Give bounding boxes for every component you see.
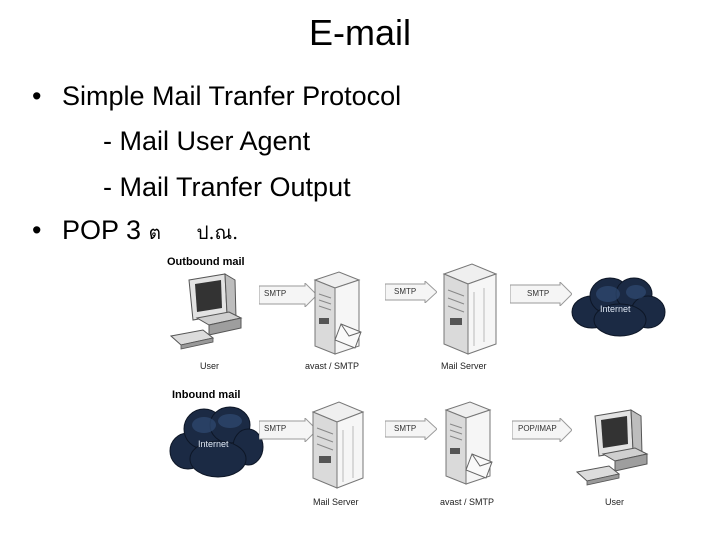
sub-bullet-text: - Mail Tranfer Output	[103, 172, 351, 202]
arrow-smtp-1	[259, 283, 317, 307]
arrow-pop-imap	[512, 418, 572, 442]
sub-bullet-mto: - Mail Tranfer Output	[103, 171, 351, 203]
outbound-heading: Outbound mail	[167, 256, 245, 268]
internet-label: Internet	[198, 439, 229, 449]
mail-server-icon	[309, 400, 369, 492]
thai-abbrev: ป.ณ.	[196, 222, 239, 244]
arrow-smtp-2	[385, 281, 437, 303]
label-mail-server: Mail Server	[313, 497, 359, 507]
sub-bullet-text: - Mail User Agent	[103, 126, 311, 156]
sub-bullet-mua: - Mail User Agent	[103, 125, 310, 157]
user-computer-icon	[167, 272, 247, 354]
bullet-text: Simple Mail Tranfer Protocol	[62, 81, 402, 111]
avast-server-icon	[440, 400, 500, 488]
avast-server-icon	[309, 270, 369, 358]
bullet-smtp: • Simple Mail Tranfer Protocol	[32, 80, 401, 112]
bullet-dot-icon: •	[32, 215, 42, 245]
mail-server-icon	[440, 262, 504, 358]
user-computer-icon	[573, 408, 653, 490]
thai-char: ต	[148, 222, 161, 244]
label-user: User	[200, 361, 220, 371]
slide-title: E-mail	[308, 12, 411, 53]
arrow-smtp-1	[259, 418, 317, 442]
label-avast-smtp: avast / SMTP	[305, 361, 360, 371]
internet-cloud-icon	[168, 403, 264, 483]
arrow-smtp-label: SMTP	[264, 424, 287, 433]
inbound-heading: Inbound mail	[172, 389, 241, 401]
label-avast-smtp: avast / SMTP	[440, 497, 495, 507]
internet-label: Internet	[600, 304, 631, 314]
arrow-pop-imap-label: POP/IMAP	[518, 424, 557, 433]
arrow-smtp-label: SMTP	[527, 289, 550, 298]
arrow-smtp-label: SMTP	[394, 424, 417, 433]
bullet-dot-icon: •	[32, 81, 42, 111]
bullet-text: POP 3	[62, 215, 142, 245]
arrow-smtp-label: SMTP	[264, 289, 287, 298]
label-user: User	[605, 497, 625, 507]
bullet-pop3: • POP 3 ต ป.ณ.	[32, 214, 238, 249]
internet-cloud-icon	[570, 272, 666, 340]
arrow-smtp-2	[385, 418, 437, 440]
label-mail-server: Mail Server	[441, 361, 487, 371]
arrow-smtp-3	[510, 282, 572, 306]
arrow-smtp-label: SMTP	[394, 287, 417, 296]
